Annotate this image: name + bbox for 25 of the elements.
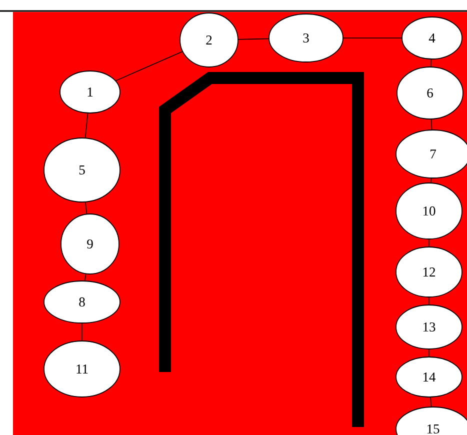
connector-line: [428, 297, 430, 305]
connector-line: [85, 202, 88, 214]
connector-line: [84, 274, 86, 282]
ellipse-node: 2: [180, 12, 238, 68]
ellipse-node: 1: [60, 70, 120, 114]
connector-line: [84, 113, 88, 138]
ellipse-node: 5: [44, 138, 120, 202]
ellipse-node: 13: [396, 304, 462, 350]
ellipse-node: 11: [44, 340, 120, 398]
connector-line: [428, 239, 430, 247]
connector-line: [428, 349, 430, 357]
ellipse-node: 10: [396, 182, 462, 240]
ellipse-node: 14: [396, 356, 462, 398]
ellipse-node: 3: [268, 14, 344, 62]
ellipse-node: 8: [44, 280, 120, 324]
connector-line: [430, 119, 432, 130]
connector-line: [430, 178, 432, 183]
ellipse-node: 9: [60, 214, 120, 274]
ellipse-node: 12: [396, 246, 462, 298]
ellipse-node: 6: [396, 66, 464, 120]
ellipse-node: 4: [402, 16, 462, 60]
connector-line: [430, 59, 432, 67]
connector-line: [115, 51, 183, 82]
connector-line: [238, 38, 269, 40]
connector-line: [430, 397, 432, 407]
